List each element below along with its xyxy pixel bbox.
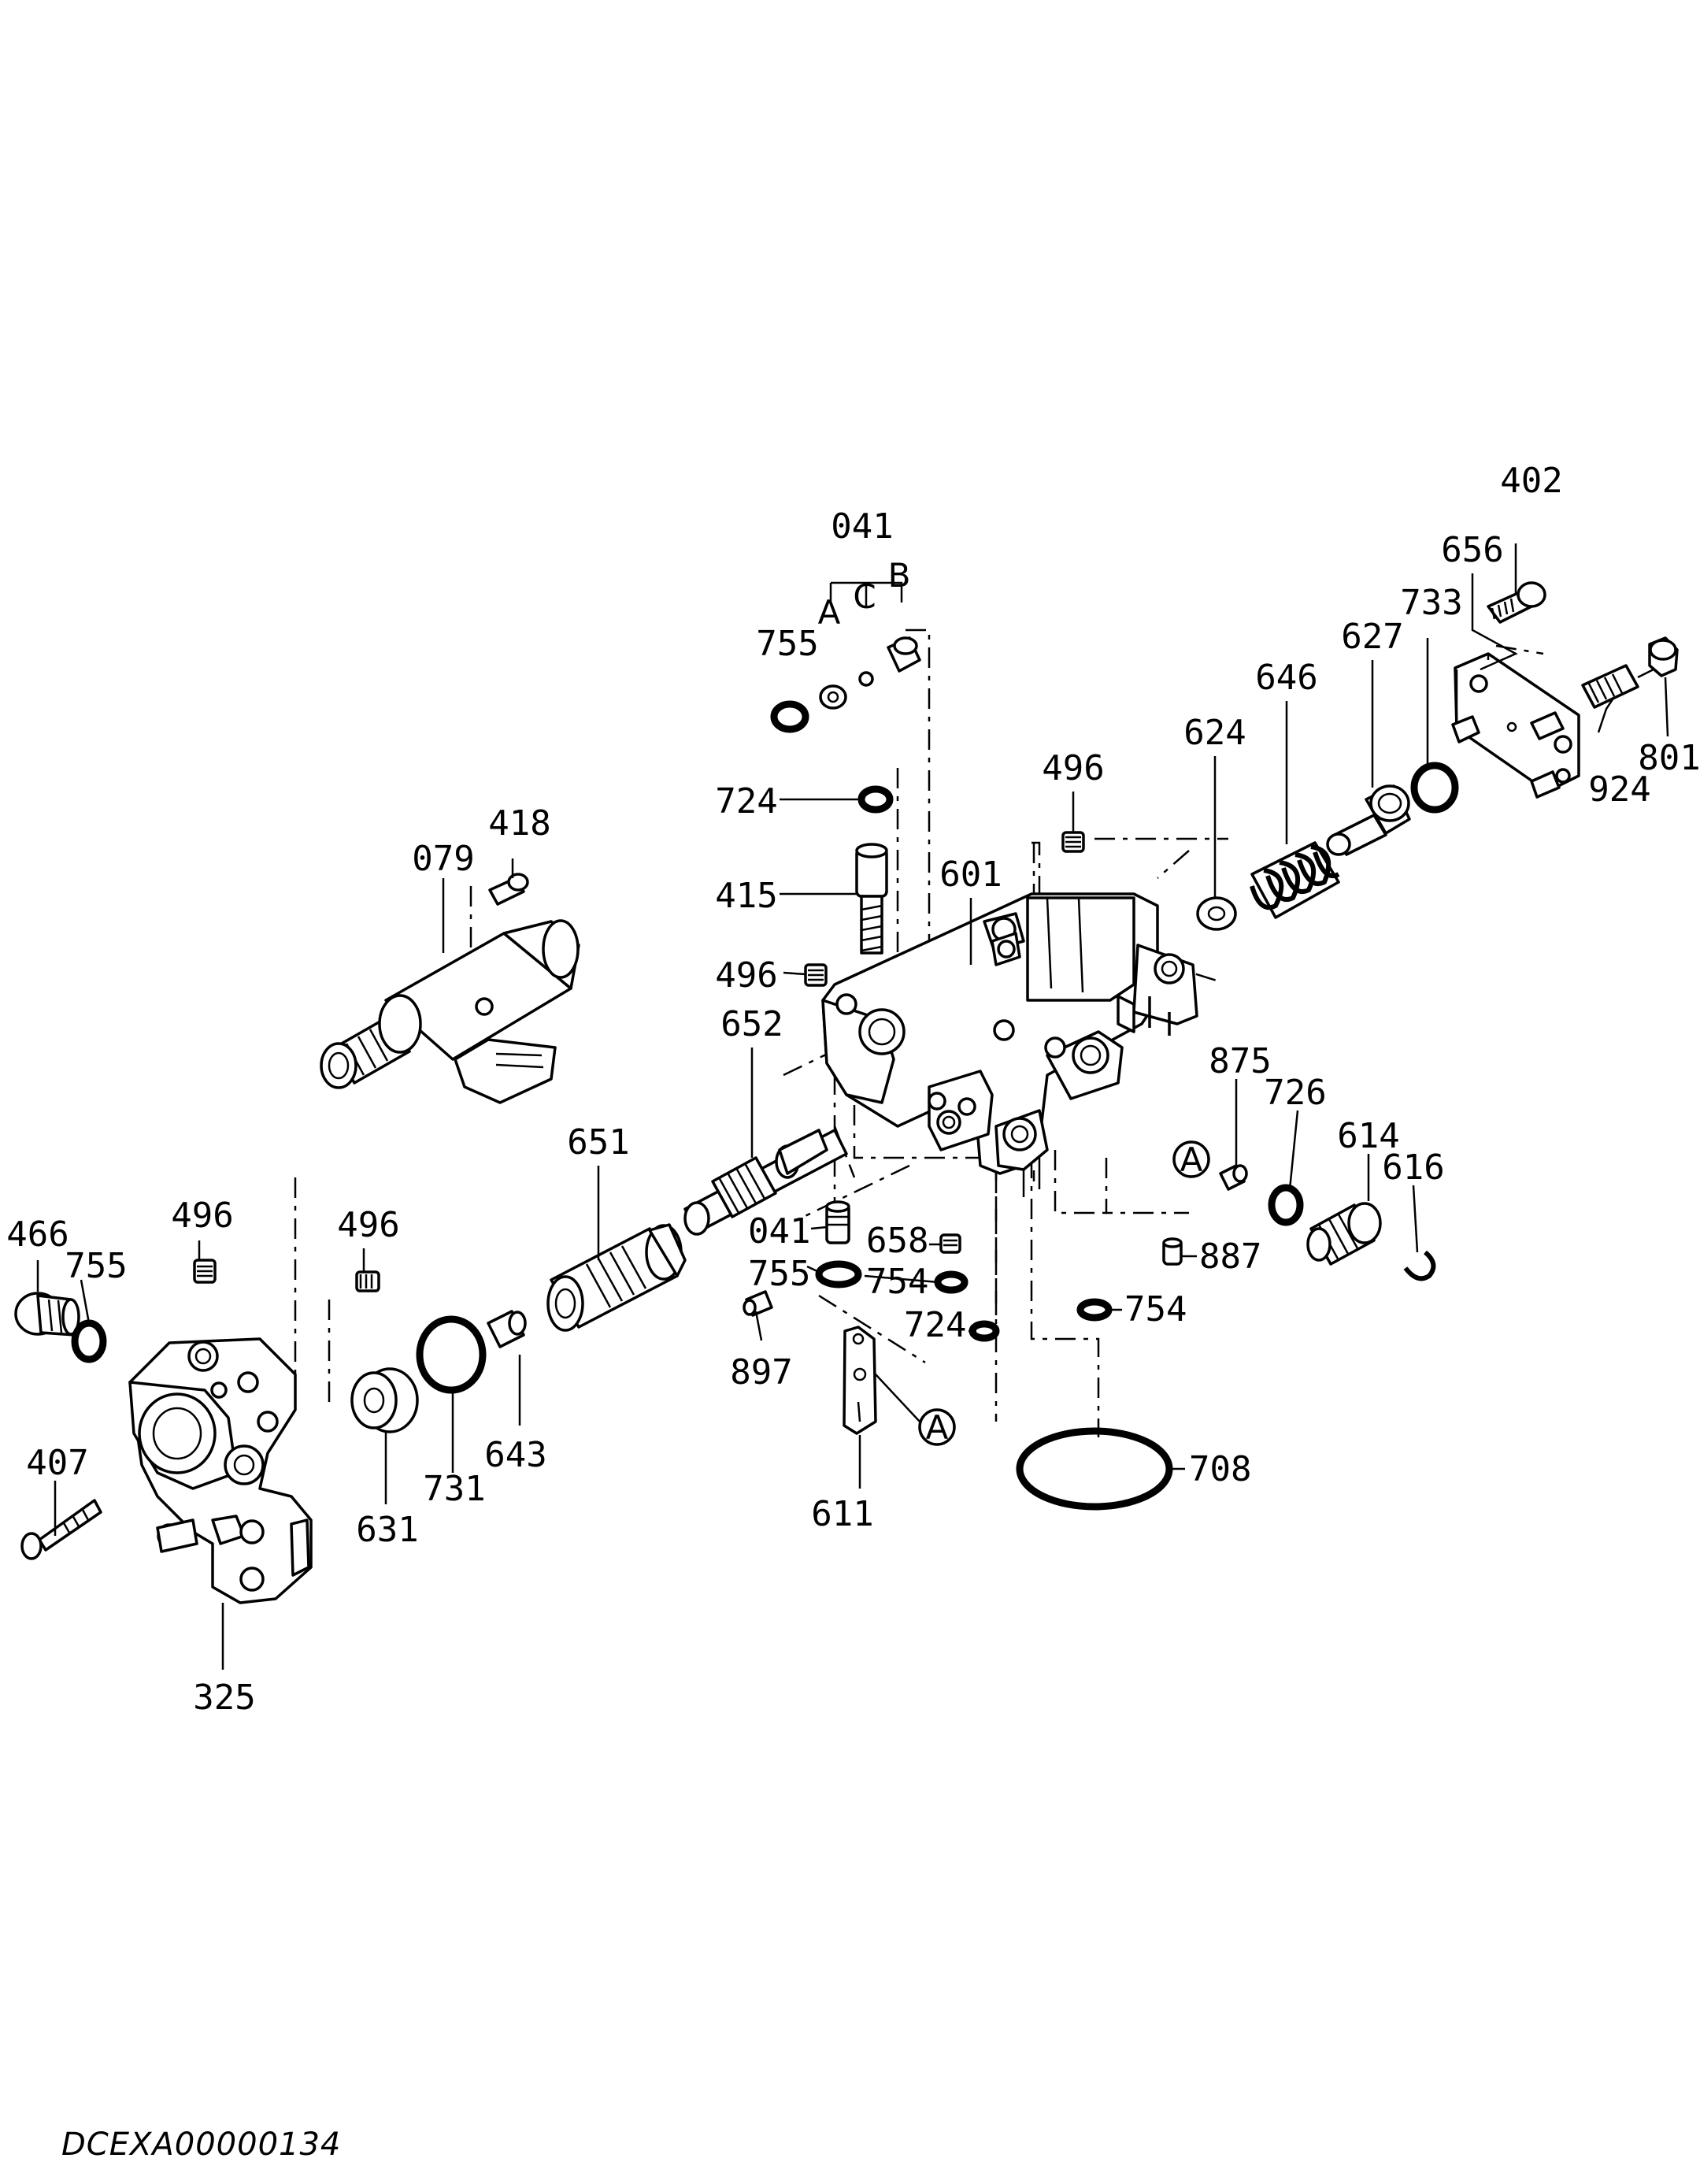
label-755-top: 755 xyxy=(756,624,818,664)
label-sub-b: B xyxy=(888,556,911,595)
label-733: 733 xyxy=(1400,583,1462,623)
label-646: 646 xyxy=(1255,658,1317,698)
label-402: 402 xyxy=(1500,461,1562,501)
label-755-left: 755 xyxy=(65,1246,127,1286)
snap-ring-616 xyxy=(1403,1250,1436,1281)
check-valve-assembly-041 xyxy=(770,581,921,733)
spring-seat-624 xyxy=(1196,896,1237,931)
spring-646 xyxy=(1250,841,1340,919)
label-079: 079 xyxy=(412,839,474,879)
label-616: 616 xyxy=(1382,1148,1444,1188)
label-887: 887 xyxy=(1199,1237,1261,1277)
set-screw-496-left-a xyxy=(193,1259,217,1284)
label-sub-c: C xyxy=(853,577,876,616)
reference-marker-a-upper: A xyxy=(1172,1140,1210,1179)
label-418: 418 xyxy=(488,803,550,844)
label-708: 708 xyxy=(1189,1449,1251,1489)
diagram-code: DCEXA00000134 xyxy=(61,2127,342,2163)
label-466: 466 xyxy=(6,1214,69,1255)
label-731: 731 xyxy=(423,1469,485,1509)
label-754-b: 754 xyxy=(1124,1289,1187,1329)
set-screw-496-mid xyxy=(804,963,828,987)
label-656: 656 xyxy=(1441,530,1503,570)
label-496-left-b: 496 xyxy=(337,1205,399,1245)
label-496-left-a: 496 xyxy=(171,1196,233,1236)
label-643: 643 xyxy=(484,1435,546,1475)
label-624: 624 xyxy=(1183,713,1246,753)
bolt-418 xyxy=(488,873,529,906)
o-ring-733 xyxy=(1410,762,1459,814)
o-ring-755-mid xyxy=(815,1260,862,1289)
label-724-top: 724 xyxy=(715,781,777,821)
plug-643 xyxy=(487,1310,527,1348)
label-496-mid: 496 xyxy=(715,955,777,996)
bolt-402 xyxy=(1487,581,1546,624)
o-ring-754-a xyxy=(934,1270,969,1294)
label-754-a: 754 xyxy=(866,1262,928,1302)
cover-656 xyxy=(1451,652,1580,799)
seat-631 xyxy=(350,1367,419,1433)
label-875: 875 xyxy=(1209,1041,1271,1081)
label-611: 611 xyxy=(811,1494,873,1534)
svg-text:A: A xyxy=(926,1408,949,1447)
set-screw-496-left-b xyxy=(355,1270,380,1292)
reference-marker-a-lower: A xyxy=(918,1408,956,1447)
o-ring-754-b xyxy=(1076,1298,1113,1322)
label-325: 325 xyxy=(193,1678,255,1718)
label-sub-a: A xyxy=(818,593,841,632)
set-screw-496-top xyxy=(1061,831,1085,853)
svg-text:A: A xyxy=(1180,1140,1203,1179)
o-ring-731 xyxy=(416,1315,487,1394)
label-496-top: 496 xyxy=(1042,748,1104,788)
socket-bolt-415 xyxy=(855,843,888,955)
sleeve-651 xyxy=(546,1223,687,1332)
solenoid-079 xyxy=(320,919,580,1104)
label-726: 726 xyxy=(1264,1073,1326,1113)
plug-887 xyxy=(1162,1237,1183,1266)
set-screw-658 xyxy=(939,1233,961,1254)
label-924: 924 xyxy=(1588,769,1650,810)
part-labels: 041 A C B 755 724 415 496 496 601 652 65… xyxy=(6,461,1700,1718)
spool-652 xyxy=(683,1129,848,1236)
o-ring-726 xyxy=(1268,1184,1304,1226)
label-407: 407 xyxy=(26,1443,88,1483)
plug-614 xyxy=(1306,1202,1382,1266)
leader-lines xyxy=(36,543,1669,1670)
label-415: 415 xyxy=(715,876,777,916)
label-041: 041 xyxy=(831,506,893,547)
lever-611 xyxy=(843,1326,877,1435)
label-601: 601 xyxy=(939,855,1002,895)
label-801: 801 xyxy=(1638,738,1700,778)
label-658: 658 xyxy=(866,1221,928,1261)
pin-875 xyxy=(1219,1164,1248,1191)
o-ring-724-upper xyxy=(857,785,894,814)
plug-466 xyxy=(14,1292,80,1337)
lock-nut-801 xyxy=(1648,636,1679,677)
piston-627 xyxy=(1326,784,1411,856)
label-041-lower: 041 xyxy=(748,1211,810,1251)
o-ring-755-left xyxy=(71,1319,107,1363)
label-724-bot: 724 xyxy=(904,1305,966,1345)
label-627: 627 xyxy=(1341,617,1403,657)
valve-body-601 xyxy=(821,892,1198,1197)
bolt-407 xyxy=(20,1499,102,1560)
label-631: 631 xyxy=(356,1510,418,1550)
label-897: 897 xyxy=(730,1352,792,1392)
adjusting-screw-924 xyxy=(1581,664,1654,709)
valve-body-325 xyxy=(128,1337,313,1604)
label-652: 652 xyxy=(720,1004,783,1044)
label-651: 651 xyxy=(567,1122,629,1162)
label-614: 614 xyxy=(1337,1116,1399,1156)
label-755-mid: 755 xyxy=(748,1254,810,1294)
pin-897 xyxy=(743,1290,773,1317)
o-ring-708 xyxy=(1016,1427,1173,1511)
orifice-041-lower xyxy=(825,1200,850,1244)
